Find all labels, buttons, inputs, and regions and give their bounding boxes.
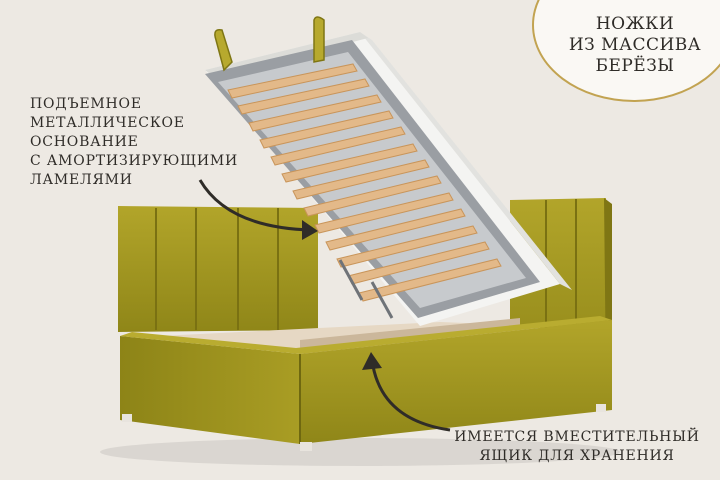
legs-badge-text: НОЖКИ ИЗ МАССИВА БЕРЁЗЫ: [560, 14, 710, 77]
badge-line: НОЖКИ: [595, 14, 675, 34]
badge-line: БЕРЁЗЫ: [595, 56, 675, 76]
callout-lift-base: ПОДЪЕМНОЕ МЕТАЛЛИЧЕСКОЕ ОСНОВАНИЕ С АМОР…: [30, 95, 238, 190]
callout-storage-box: ИМЕЕТСЯ ВМЕСТИТЕЛЬНЫЙ ЯЩИК ДЛЯ ХРАНЕНИЯ: [452, 428, 702, 466]
arrow-to-base: [198, 179, 318, 240]
callout-line: ЛАМЕЛЯМИ: [30, 172, 133, 188]
callout-line: С АМОРТИЗИРУЮЩИМИ: [30, 153, 239, 169]
callout-line: ОСНОВАНИЕ: [30, 134, 139, 150]
legs: [122, 404, 606, 451]
slats: [227, 63, 502, 302]
side-headboard: [118, 206, 318, 332]
callout-line: МЕТАЛЛИЧЕСКОЕ: [30, 115, 185, 131]
lift-straps: [214, 16, 325, 72]
arrow-to-box: [362, 352, 451, 432]
floor-shadow: [100, 438, 620, 466]
lift-up-base: [205, 32, 572, 326]
callout-line: ЯЩИК ДЛЯ ХРАНЕНИЯ: [479, 448, 675, 464]
badge-line: ИЗ МАССИВА: [568, 35, 702, 55]
callout-line: ИМЕЕТСЯ ВМЕСТИТЕЛЬНЫЙ: [454, 429, 700, 445]
front-rail: [120, 316, 612, 444]
callout-line: ПОДЪЕМНОЕ: [30, 96, 142, 112]
